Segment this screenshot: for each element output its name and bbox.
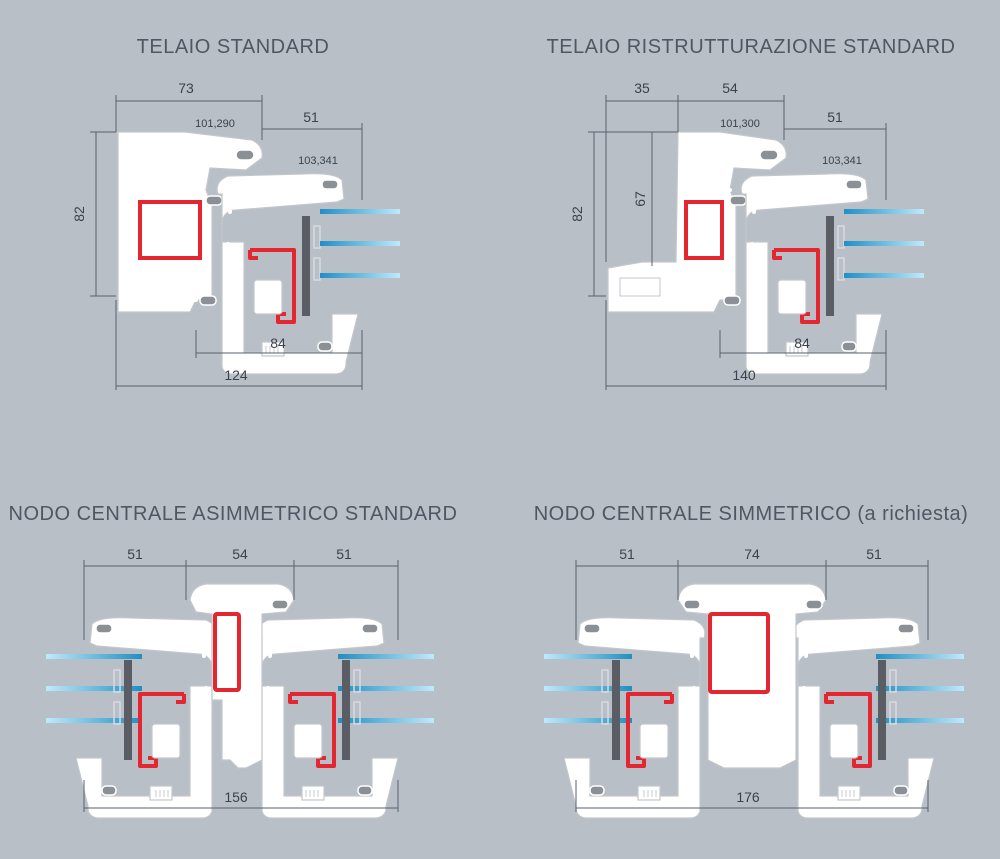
- dim-51: 51: [827, 109, 843, 125]
- diagram-telaio-ristrutturazione: 35 54 51 82 67 84 140 101,300 103,341: [569, 80, 924, 390]
- dim-67: 67: [632, 191, 648, 207]
- dim-54: 54: [722, 80, 738, 96]
- glass-pane-right-1: [338, 654, 434, 659]
- dim-51-left: 51: [619, 546, 635, 562]
- dim-51-left: 51: [127, 546, 143, 562]
- dim-84: 84: [794, 335, 810, 351]
- dim-84: 84: [270, 335, 286, 351]
- glass-pane-left-3: [46, 718, 142, 723]
- dim-35: 35: [634, 80, 650, 96]
- dim-176: 176: [736, 789, 760, 805]
- dim-51-right: 51: [336, 546, 352, 562]
- dim-124: 124: [224, 367, 248, 383]
- code-103-341: 103,341: [298, 155, 338, 167]
- code-101-300: 101,300: [720, 118, 760, 130]
- dim-73: 73: [178, 80, 194, 96]
- glass-pane-left-2: [46, 686, 142, 691]
- dim-82: 82: [71, 206, 87, 222]
- dim-82: 82: [569, 206, 585, 222]
- glass-pane-right-3: [876, 718, 964, 723]
- dim-54: 54: [232, 546, 248, 562]
- glass-pane-3: [320, 273, 400, 278]
- glass-pane-left-1: [46, 654, 142, 659]
- code-101-290: 101,290: [195, 118, 235, 130]
- glass-pane-right-2: [876, 686, 964, 691]
- dim-74: 74: [744, 546, 760, 562]
- glass-pane-right-2: [338, 686, 434, 691]
- glass-pane-1: [844, 209, 924, 214]
- glass-pane-right-1: [876, 654, 964, 659]
- glass-pane-left-3: [544, 718, 632, 723]
- panel-title-nodo-simmetrico: NODO CENTRALE SIMMETRICO (a richiesta): [533, 503, 969, 525]
- glass-pane-right-3: [338, 718, 434, 723]
- panel-title-nodo-asimmetrico: NODO CENTRALE ASIMMETRICO STANDARD: [8, 503, 458, 525]
- glass-pane-2: [844, 241, 924, 246]
- dim-156: 156: [224, 789, 248, 805]
- glass-pane-3: [844, 273, 924, 278]
- panel-title-telaio-ristrutturazione: TELAIO RISTRUTTURAZIONE STANDARD: [546, 36, 956, 58]
- glass-pane-1: [320, 209, 400, 214]
- glass-pane-2: [320, 241, 400, 246]
- dim-51: 51: [303, 109, 319, 125]
- glass-pane-left-1: [544, 654, 632, 659]
- dim-140: 140: [732, 367, 756, 383]
- diagram-nodo-simmetrico: 51 74 51 176: [544, 546, 964, 820]
- diagram-telaio-standard: 73 51 82 84 124 101,290 103,341: [71, 80, 400, 390]
- diagram-nodo-asimmetrico: 51 54 51 156: [46, 546, 434, 820]
- dim-51-right: 51: [866, 546, 882, 562]
- code-103-341: 103,341: [822, 155, 862, 167]
- panel-title-telaio-standard: TELAIO STANDARD: [136, 36, 330, 58]
- glass-pane-left-2: [544, 686, 632, 691]
